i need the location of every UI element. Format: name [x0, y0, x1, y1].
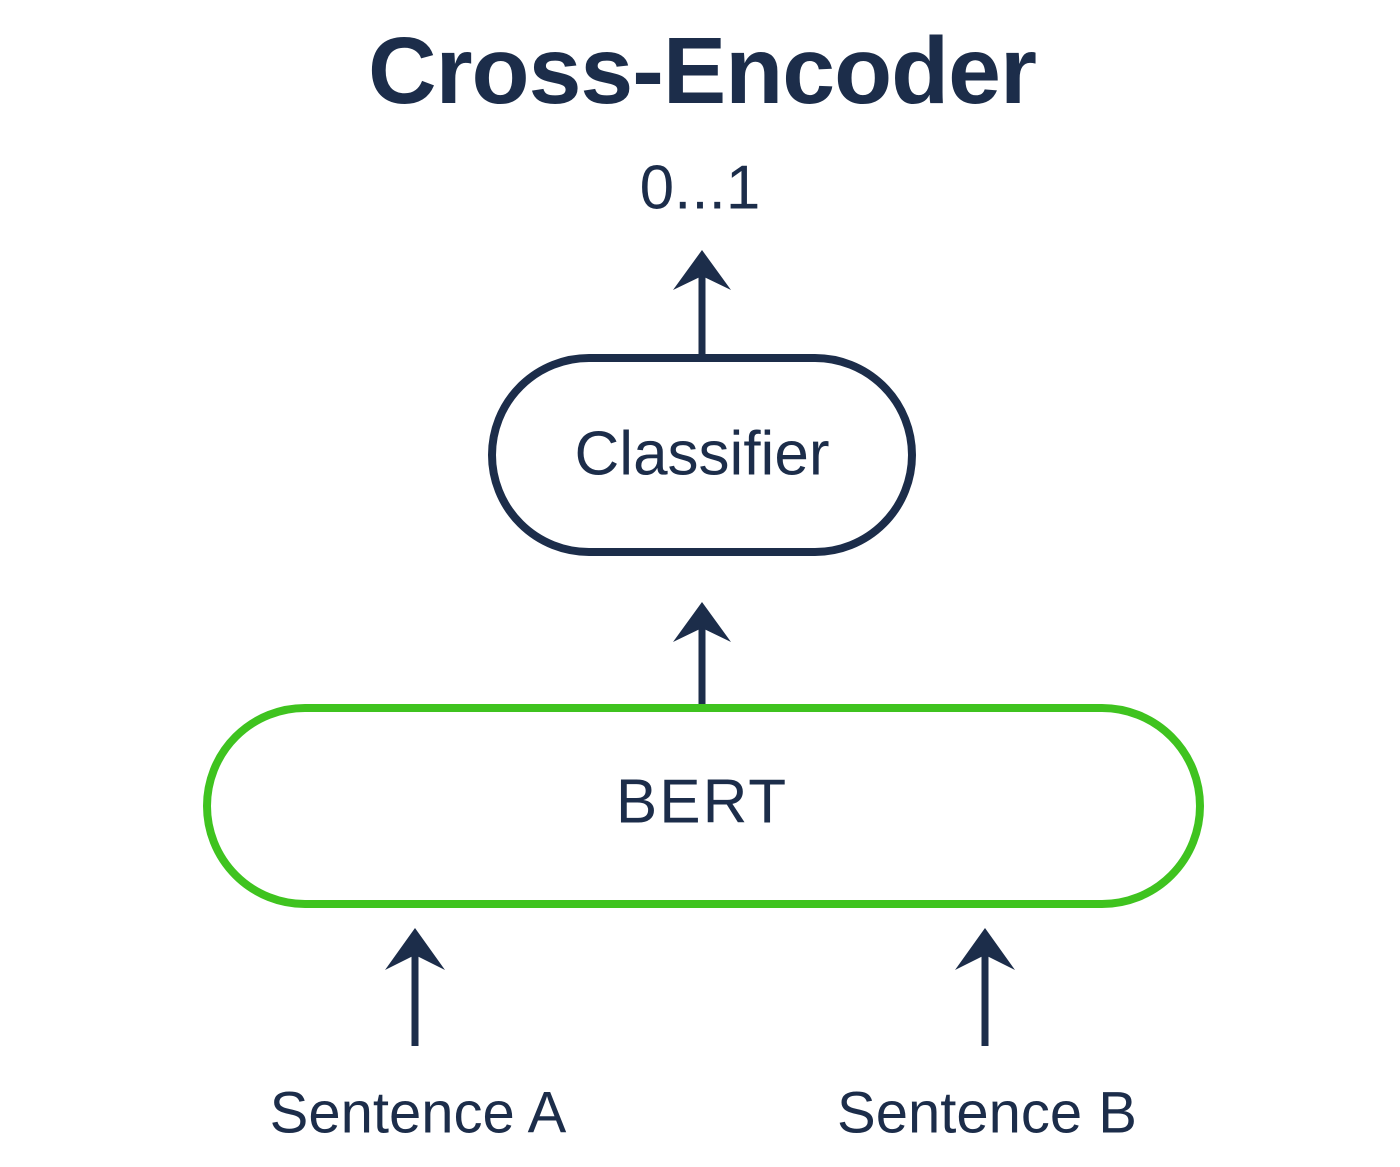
arrow-classifier-to-output: [673, 250, 731, 356]
arrow-head: [673, 250, 731, 290]
bert-pill-outline: [203, 704, 1204, 908]
bert-label: BERT: [616, 767, 788, 836]
input-label-sentence-a: Sentence A: [270, 1080, 567, 1145]
page-title: Cross-Encoder: [368, 18, 1036, 124]
classifier-label: Classifier: [575, 419, 830, 488]
input-label-sentence-b: Sentence B: [837, 1080, 1137, 1145]
output-score-label: 0...1: [640, 153, 761, 222]
arrow-head: [673, 602, 731, 642]
arrow-bert-to-classifier: [673, 602, 731, 706]
arrow-sentence-a-to-bert: [385, 928, 445, 1046]
node-classifier[interactable]: Classifier: [488, 354, 916, 556]
arrow-head: [385, 928, 445, 970]
node-bert[interactable]: BERT: [203, 704, 1204, 908]
arrow-sentence-b-to-bert: [955, 928, 1015, 1046]
arrow-head: [955, 928, 1015, 970]
classifier-pill-outline: [488, 354, 916, 556]
